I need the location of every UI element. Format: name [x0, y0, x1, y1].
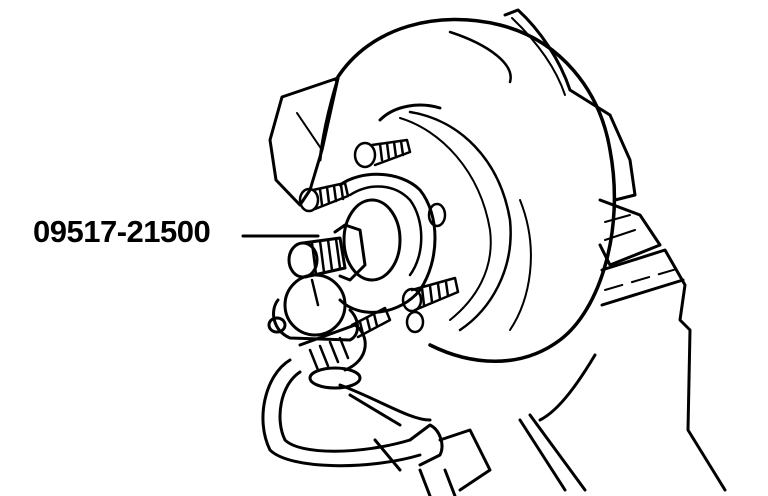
- hub: [338, 172, 447, 314]
- clamp-knob: [298, 323, 367, 372]
- stud-top: [353, 138, 412, 169]
- stud-right: [401, 276, 460, 313]
- part-number-callout: 09517-21500: [33, 214, 211, 249]
- dial-needle: [310, 278, 320, 307]
- caliper: [503, 8, 727, 492]
- stud-upper-left: [298, 181, 350, 213]
- brake-rotor: [318, 17, 617, 363]
- dial-face: [283, 273, 347, 337]
- dial-indicator: [267, 223, 367, 390]
- indicator-arm: [261, 358, 492, 496]
